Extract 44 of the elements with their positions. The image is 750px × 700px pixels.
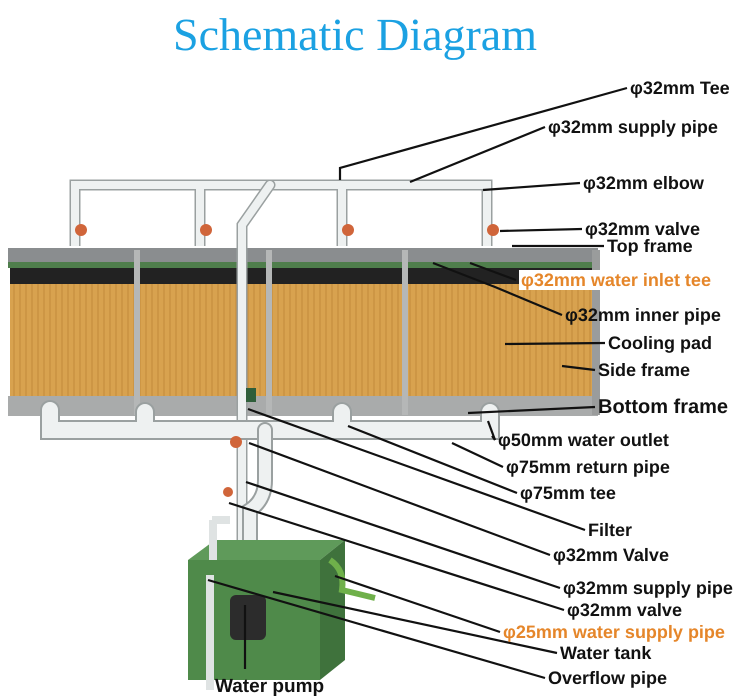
part-label: φ75mm return pipe <box>506 457 670 477</box>
leader-line <box>470 262 516 282</box>
leader-line <box>338 86 628 180</box>
leader-line <box>248 442 550 556</box>
leader-line <box>244 605 246 669</box>
part-label: φ32mm elbow <box>583 173 704 193</box>
part-label: φ32mm Tee <box>630 78 730 98</box>
leader-line <box>500 228 582 232</box>
leader-line <box>512 244 604 248</box>
part-label: φ32mm supply pipe <box>563 578 733 598</box>
part-label: Water pump <box>215 677 324 697</box>
part-label: φ75mm tee <box>520 483 616 503</box>
part-label: Top frame <box>607 236 693 256</box>
leader-line <box>562 364 596 372</box>
leader-line <box>491 435 496 441</box>
leader-line <box>410 126 546 184</box>
title: Schematic Diagram <box>172 8 538 61</box>
part-label: φ25mm water supply pipe <box>503 622 725 642</box>
part-label: φ32mm Valve <box>553 545 669 565</box>
part-label: Overflow pipe <box>548 668 668 688</box>
part-label: φ32mm inner pipe <box>565 305 721 325</box>
leader-line <box>468 406 596 414</box>
leader-line <box>208 578 546 680</box>
leader-line <box>248 408 586 532</box>
part-label: φ32mm valve <box>567 600 682 620</box>
leader-line <box>272 590 558 654</box>
leader-line <box>452 442 504 468</box>
leader-line <box>334 574 500 634</box>
part-label: Side frame <box>598 360 690 380</box>
part-label: φ32mm supply pipe <box>548 117 718 137</box>
leader-line <box>504 342 606 346</box>
leader-line <box>246 480 560 590</box>
leader-line <box>482 182 580 192</box>
part-label: Water tank <box>560 643 652 663</box>
part-label: φ32mm valve <box>585 219 700 239</box>
part-label: Filter <box>588 520 632 540</box>
leader-line <box>432 262 562 316</box>
part-label: φ32mm water inlet tee <box>519 270 713 290</box>
part-label: Cooling pad <box>608 333 712 353</box>
part-label: φ50mm water outlet <box>498 430 669 450</box>
leader-line <box>348 424 518 494</box>
part-label: Bottom frame <box>598 397 728 417</box>
leader-line <box>486 420 496 440</box>
leader-line <box>228 502 564 612</box>
